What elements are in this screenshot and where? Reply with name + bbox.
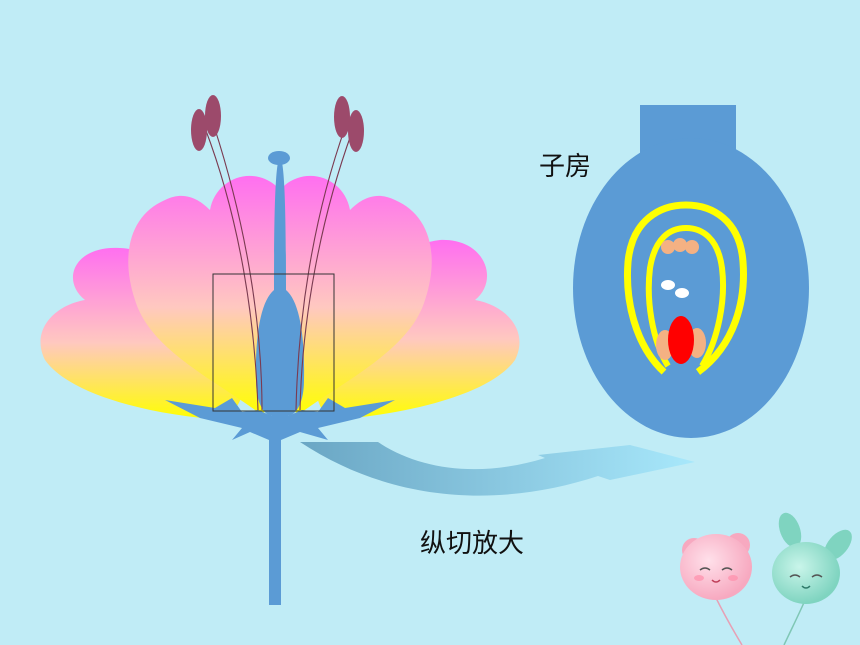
antipodal-cell-1 [661, 240, 675, 254]
egg-cell [668, 316, 694, 364]
outer-integument [624, 201, 747, 375]
pink-balloon [680, 533, 752, 600]
anther-left-2 [205, 95, 221, 137]
filament-left-2 [211, 119, 263, 411]
ovary-wall [573, 138, 809, 438]
anther-right-1 [334, 96, 350, 138]
ovary-section [573, 105, 809, 438]
enlarge-arrow [300, 442, 695, 496]
filament-right [295, 124, 347, 411]
outer-petal-right [315, 239, 520, 420]
antipodal-cell-3 [685, 240, 699, 254]
stigma [268, 151, 290, 165]
filament-left [204, 127, 259, 411]
polar-nucleus-2 [675, 288, 689, 298]
green-balloon [772, 512, 852, 604]
section-enlarge-label: 纵切放大 [420, 529, 525, 559]
filament-right-2 [299, 131, 353, 411]
balloon-decoration [680, 512, 852, 645]
sepals [165, 398, 395, 440]
anther-left-1 [191, 109, 207, 151]
inner-integument [645, 224, 727, 368]
inner-petal-left [128, 175, 293, 415]
flower-stem [269, 420, 281, 605]
anther-right-2 [348, 110, 364, 152]
polar-nucleus-1 [661, 280, 675, 290]
inner-petal-right [267, 175, 432, 415]
ovary-highlight-box [212, 273, 335, 412]
ovary-label: 子房 [539, 152, 592, 182]
balloon-string-pink [715, 597, 743, 645]
flower [40, 95, 520, 605]
antipodal-cell-2 [673, 238, 687, 252]
pistil [255, 158, 305, 416]
